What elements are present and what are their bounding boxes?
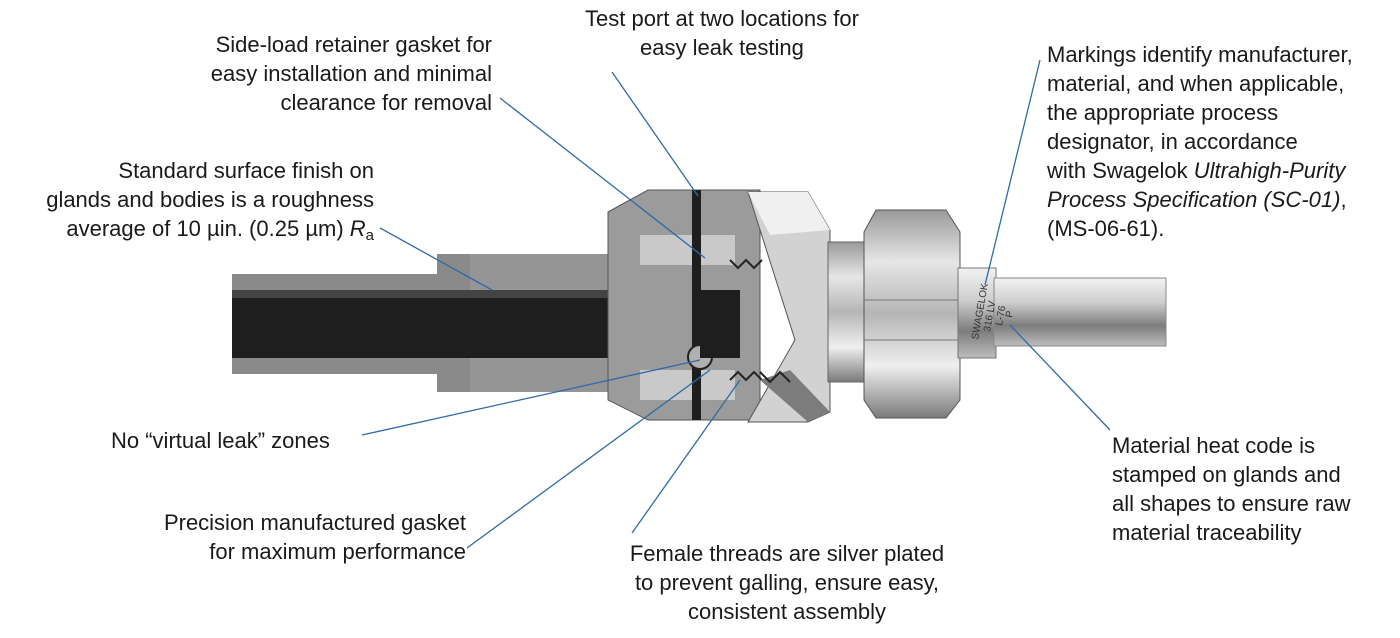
svg-text:P: P xyxy=(1004,310,1016,319)
callout-female-threads: Female threads are silver plated to prev… xyxy=(629,541,945,624)
body-section xyxy=(607,189,763,421)
right-nut xyxy=(863,209,961,419)
callout-markings: Markings identify manufacturer, material… xyxy=(1047,42,1353,241)
svg-text:316 LV: 316 LV xyxy=(982,300,998,333)
callout-heat-code: Material heat code is stamped on glands … xyxy=(1112,433,1351,545)
svg-text:L-76: L-76 xyxy=(994,304,1008,326)
hex-nut xyxy=(747,191,831,423)
fitting-neck xyxy=(827,241,869,383)
leader-lines xyxy=(361,59,1111,549)
right-tube xyxy=(993,277,1167,347)
callout-virtual-leak: No “virtual leak” zones xyxy=(111,428,330,453)
test-port-channel xyxy=(692,190,701,420)
callout-retainer-gasket: Side-load retainer gasket for easy insta… xyxy=(210,32,492,115)
right-gland xyxy=(957,267,997,359)
callout-test-port: Test port at two locations for easy leak… xyxy=(585,6,859,60)
callout-surface-finish: Standard surface finish on glands and bo… xyxy=(46,158,374,244)
callout-precision-gasket: Precision manufactured gasket for maximu… xyxy=(163,510,466,564)
